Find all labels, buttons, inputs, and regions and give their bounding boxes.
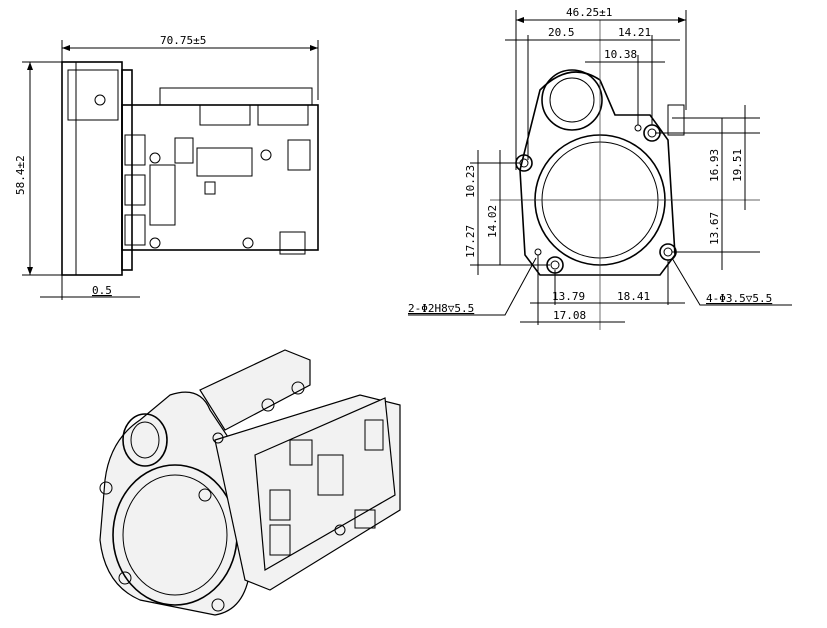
dim-10-23: 10.23 [464, 165, 477, 198]
dim-16-93: 16.93 [708, 149, 721, 182]
dim-17-08: 17.08 [553, 309, 586, 322]
mount-hole-note: 4-Φ3.5▽5.5 [706, 292, 772, 305]
overall-width-label: 46.25±1 [566, 6, 612, 19]
dim-14-02: 14.02 [486, 205, 499, 238]
dim-17-27: 17.27 [464, 225, 477, 258]
dim-19-51: 19.51 [731, 149, 744, 182]
dim-20-5: 20.5 [548, 26, 575, 39]
side-view: 70.75±5 58.4±2 0.5 [14, 34, 319, 300]
front-view: 46.25±1 20.5 14.21 10.38 16.93 19.51 13.… [408, 6, 792, 330]
dim-10-38: 10.38 [604, 48, 637, 61]
offset-dim-label: 0.5 [92, 284, 112, 297]
pin-hole-note: 2-Φ2H8▽5.5 [408, 302, 474, 315]
dim-18-41: 18.41 [617, 290, 650, 303]
height-dim-label: 58.4±2 [14, 155, 27, 195]
isometric-view [99, 349, 401, 616]
dim-13-67: 13.67 [708, 212, 721, 245]
dim-14-21: 14.21 [618, 26, 651, 39]
dim-13-79: 13.79 [552, 290, 585, 303]
width-dim-label: 70.75±5 [160, 34, 206, 47]
